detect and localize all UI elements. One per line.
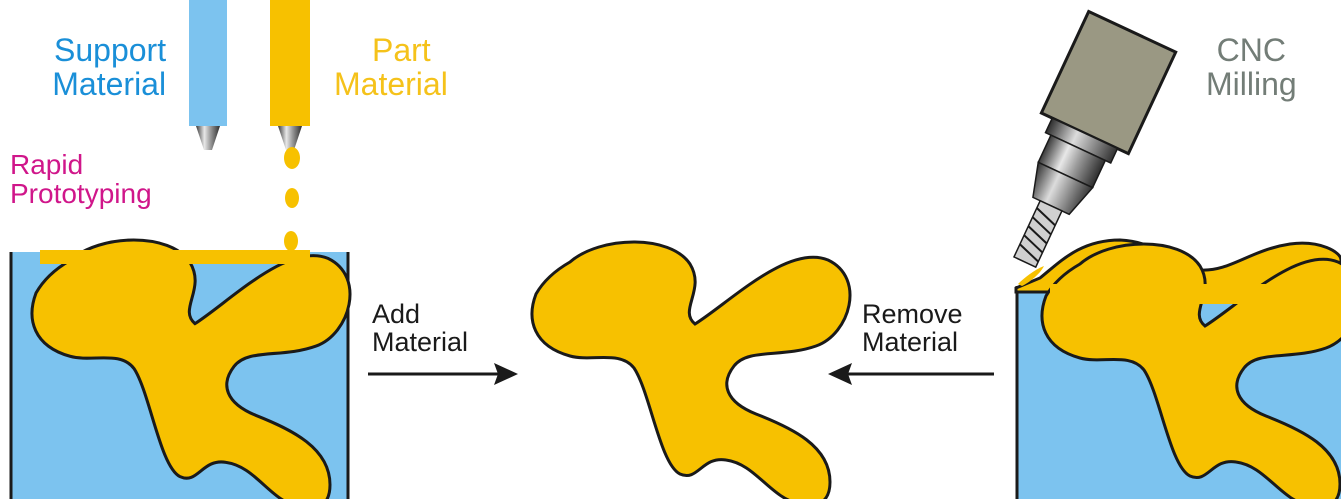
- milling-bit-icon: [1012, 199, 1063, 269]
- part-line-2: Material: [334, 65, 448, 102]
- support-line-1: Support: [54, 32, 167, 68]
- part-material-label: Part Material: [334, 32, 448, 102]
- arrow-right-icon: [368, 363, 518, 385]
- center-part-panel: [530, 240, 852, 504]
- rapid-prototyping-label: Rapid Prototyping: [10, 150, 152, 209]
- cnc-spindle-icon: [1032, 9, 1178, 216]
- cnc-milling-label: CNC Milling: [1206, 32, 1297, 102]
- rapid-line-1: Rapid: [10, 149, 84, 180]
- support-nozzle-icon: [189, 0, 227, 150]
- rapid-prototyping-panel: [9, 238, 352, 504]
- part-nozzle-icon: [270, 0, 310, 150]
- milling-chip: [1018, 266, 1044, 286]
- rapid-line-2: Prototyping: [10, 178, 152, 210]
- part-top-fill: [40, 250, 310, 264]
- remove-line-1: Remove: [862, 299, 963, 329]
- add-line-1: Add: [372, 299, 421, 329]
- remove-material-label: Remove Material: [862, 300, 963, 357]
- support-material-label: Support Material: [34, 32, 167, 102]
- add-line-2: Material: [372, 327, 469, 358]
- arrow-left-icon: [828, 363, 994, 385]
- support-line-2: Material: [52, 65, 167, 102]
- cnc-milling-panel: [1014, 238, 1341, 504]
- part-line-1: Part: [372, 32, 431, 68]
- material-droplet-icon: [284, 147, 300, 251]
- cnc-line-1: CNC: [1216, 32, 1286, 68]
- cnc-line-2: Milling: [1206, 65, 1297, 102]
- finished-part-shape: [530, 240, 852, 504]
- add-material-label: Add Material: [372, 300, 468, 357]
- stock-fill-patch: [1050, 284, 1330, 304]
- remove-line-2: Material: [862, 327, 959, 358]
